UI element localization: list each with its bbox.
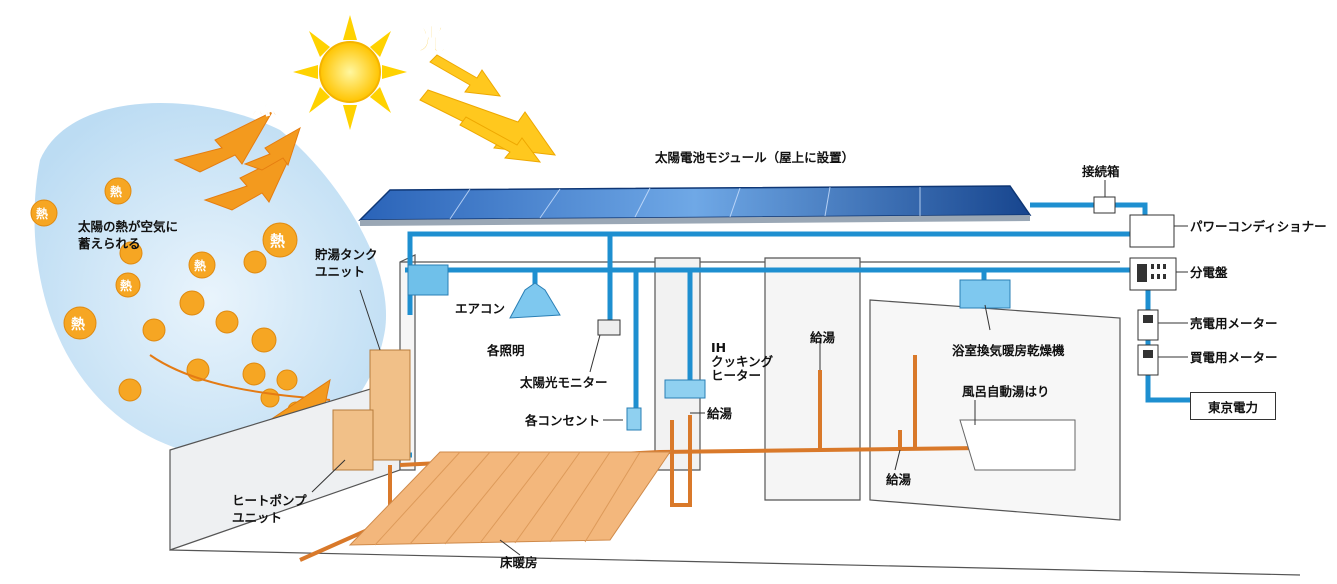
label-bath-dryer: 浴室換気暖房乾燥機 [952,343,1065,358]
heat-ball-glyph: 熱 [36,207,49,221]
label-solar-module: 太陽電池モジュール（屋上に設置） [655,150,855,165]
heat-pump-unit [332,409,374,471]
bathtub [959,419,1076,471]
utility-box: 東京電力 [1190,392,1276,420]
aircon-unit [407,264,449,296]
label-sell-meter: 売電用メーター [1190,316,1278,331]
heat-ball-glyph: 熱 [270,232,286,250]
label-hot-water-kitchen: 給湯 [707,406,733,421]
label-aircon: エアコン [455,301,506,316]
power-conditioner-unit [1129,214,1175,248]
lamp-icon [509,282,561,319]
label-ih-heater: IH クッキング ヒーター [711,340,774,383]
ih-heater-unit [664,379,706,399]
label-outlets: 各コンセント [525,413,601,428]
label-heat-pump: ヒートポンプ ユニット [232,493,307,525]
label-junction-box: 接続箱 [1082,164,1120,179]
label-utility: 東京電力 [1207,399,1258,415]
heat-ball-glyph: 熱 [110,185,123,199]
label-auto-bath: 風呂自動湯はり [962,384,1050,399]
label-solar-monitor: 太陽光モニター [520,375,608,390]
outlet-unit [626,407,642,431]
heat-ball-glyph: 熱 [194,259,207,273]
house-structure [169,254,1301,576]
heat-bubble-caption: 太陽の熱が空気に 蓄えられる [78,219,179,251]
label-hot-water-bath: 給湯 [886,472,912,487]
heat-arrows [173,110,301,211]
leader-lines [311,180,1188,556]
solar-monitor-unit [597,319,621,336]
light-label: 光 [417,23,447,57]
heat-balls [30,177,327,425]
label-power-conditioner: パワーコンディショナー [1190,219,1327,234]
heat-label: 熱 [249,87,279,121]
label-lighting: 各照明 [487,343,525,358]
label-distribution-board: 分電盤 [1190,265,1228,280]
heat-ball-glyph: 熱 [71,317,85,333]
label-floor-heating: 床暖房 [500,555,538,570]
heat-ball-glyph: 熱 [120,279,133,293]
label-buy-meter: 買電用メーター [1190,350,1278,365]
label-hot-water-wash: 給湯 [810,330,836,345]
bath-dryer-unit [959,279,1011,309]
sell-meter-unit [1137,309,1159,341]
storage-tank-unit [369,349,411,461]
buy-meter-unit [1137,344,1159,376]
sun-icon [293,15,407,130]
solar-panel [358,185,1032,226]
label-storage-tank: 貯湯タンク ユニット [315,247,378,279]
junction-box [1093,196,1116,214]
light-arrows [419,54,557,163]
